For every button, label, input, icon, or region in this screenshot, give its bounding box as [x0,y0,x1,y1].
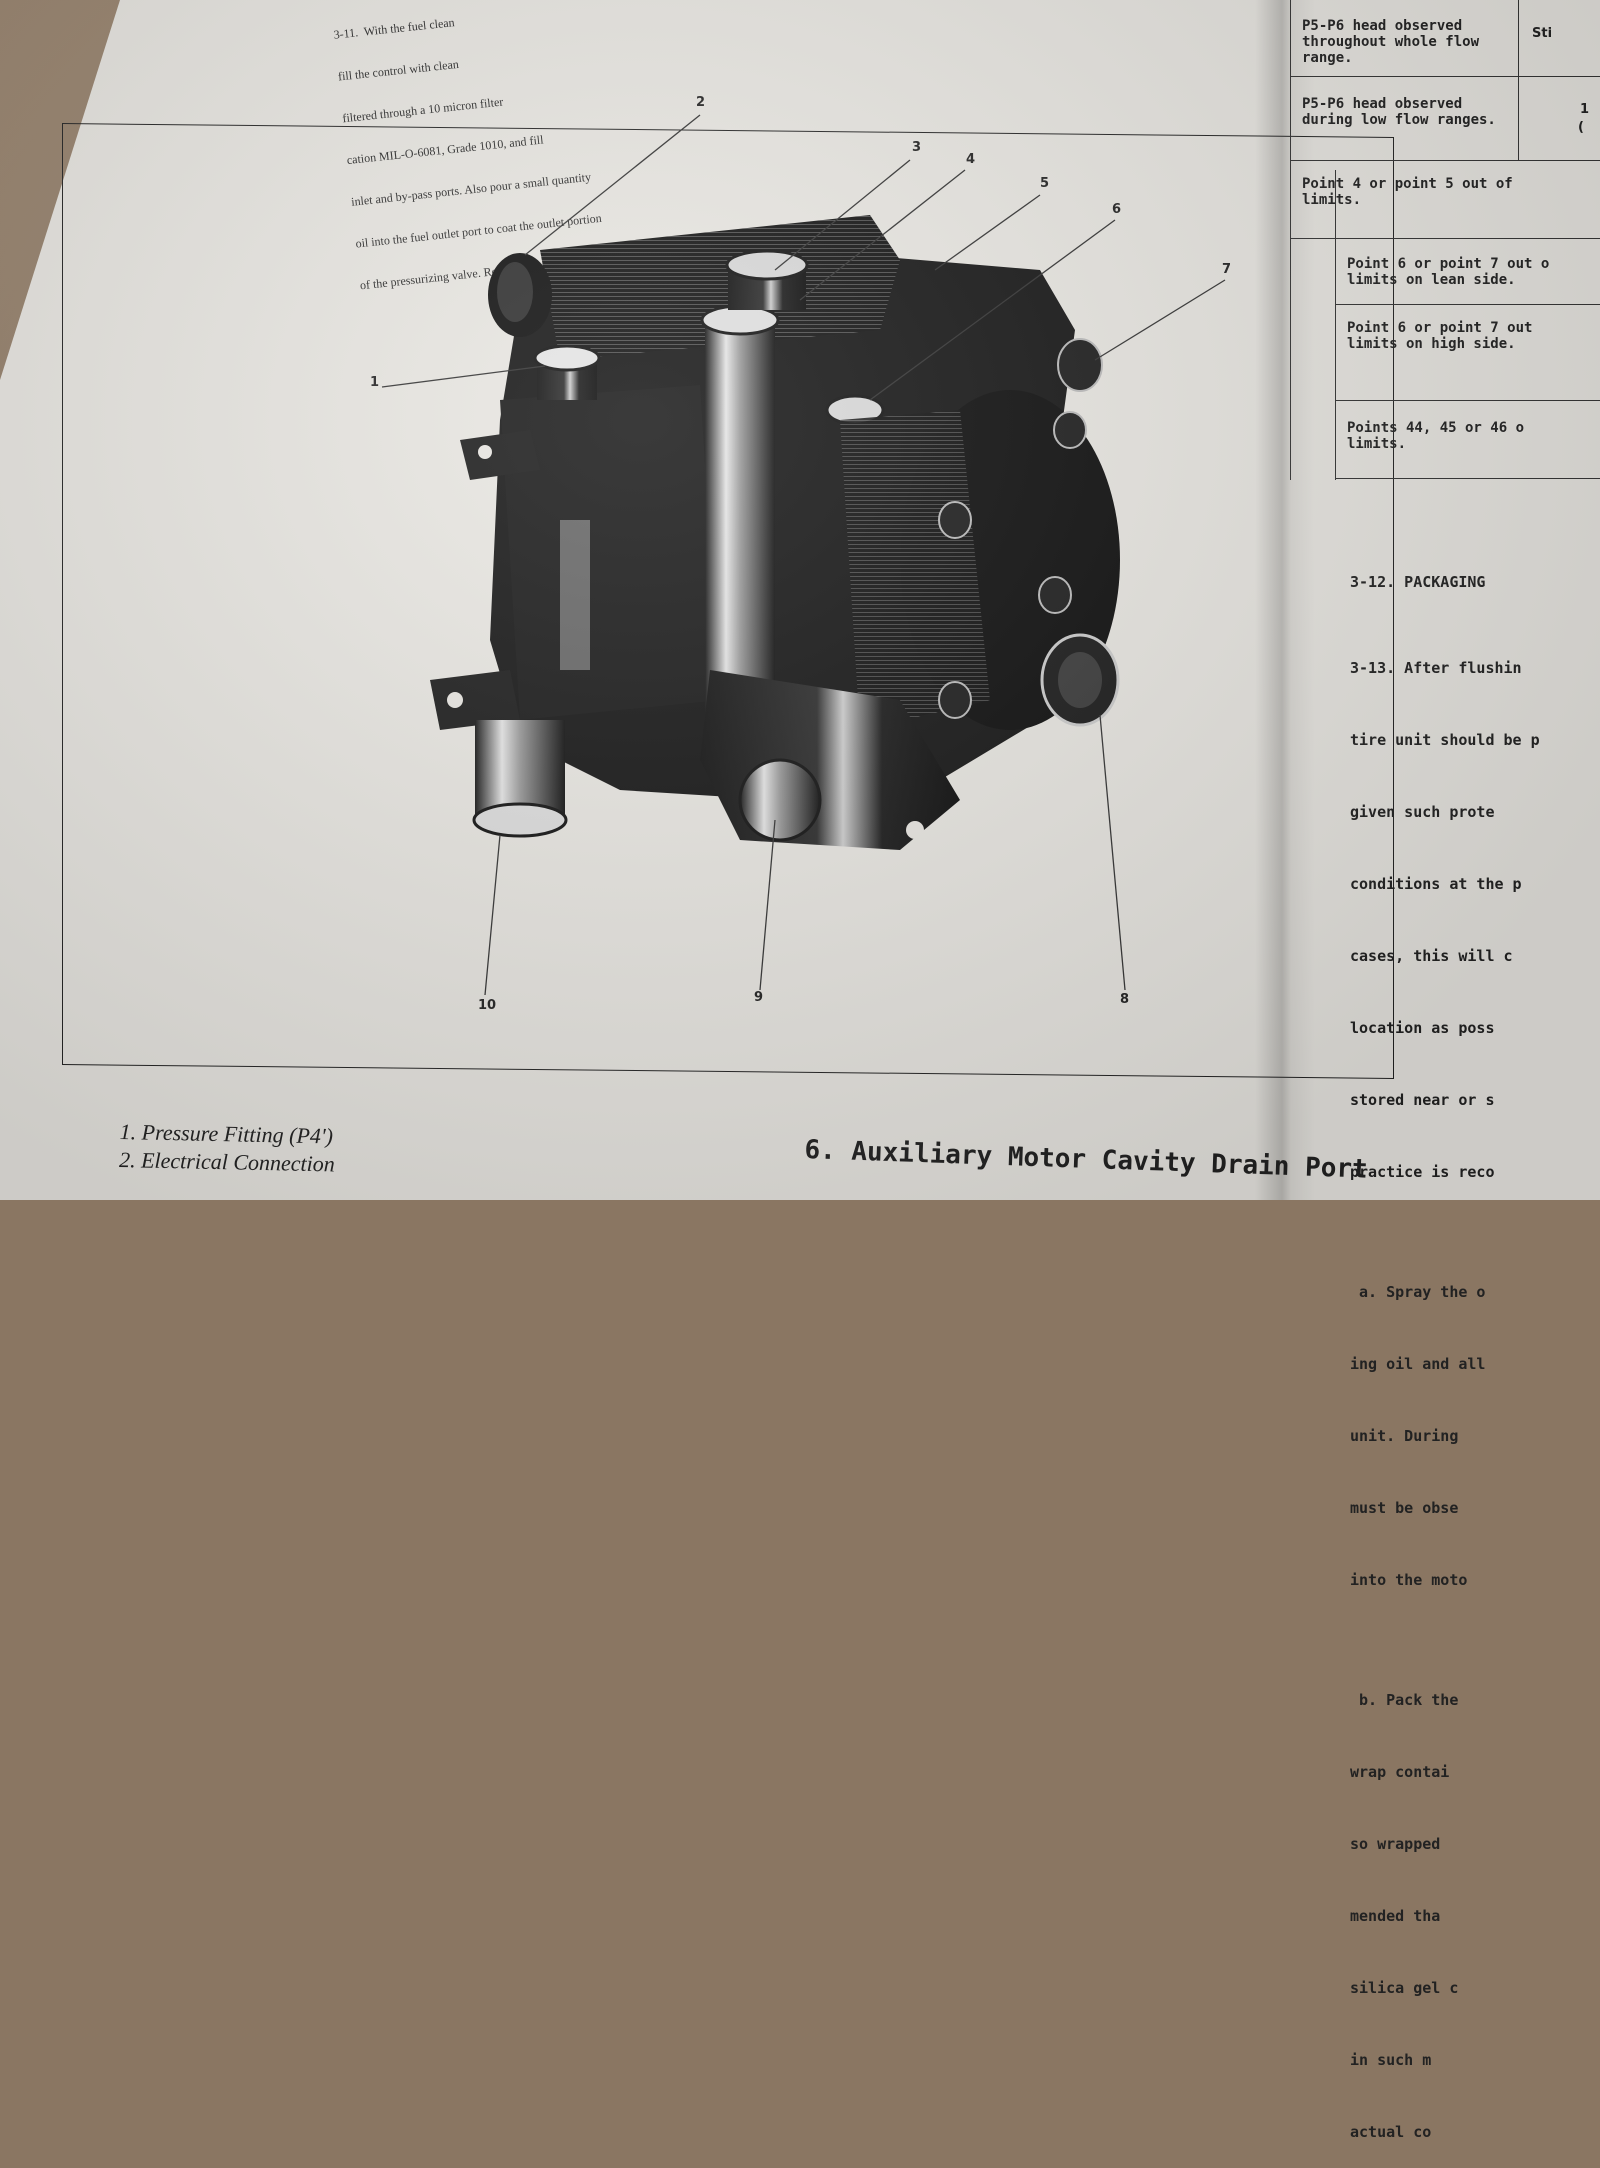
text-line: location as poss [1350,1019,1495,1037]
text-line: a. Spray the o [1350,1283,1486,1301]
callout-4: 4 [966,152,976,167]
table-cell: Point 6 or point 7 out o limits on lean … [1347,256,1550,288]
callout-8: 8 [1120,992,1130,1007]
top-cover [540,215,900,360]
table-row: Point 6 or point 7 out o limits on lean … [1335,248,1600,305]
callout-2: 2 [696,95,706,110]
text-line: cases, this will c [1350,947,1513,965]
table-row: Point 6 or point 7 out limits on high si… [1335,312,1600,401]
text-line: so wrapped [1350,1835,1441,1853]
text-line: 3-13. After flushin [1350,659,1522,677]
text-line: b. Pack the [1350,1691,1459,1709]
text-line: practice is reco [1350,1163,1495,1181]
text-line: actual co [1350,2123,1432,2141]
figure-legend-left: 1. Pressure Fitting (P4') 2. Electrical … [119,1118,336,1179]
table-row: P5-P6 head observed throughout whole flo… [1290,10,1600,77]
table-row: P5-P6 head observed during low flow rang… [1290,88,1600,161]
table-cell: P5-P6 head observed during low flow rang… [1302,96,1496,128]
section-heading: 3-12. PACKAGING [1350,573,1486,591]
text-line: silica gel c [1350,1979,1459,1997]
table-cell: Point 6 or point 7 out limits on high si… [1347,320,1533,352]
table-cell: P5-P6 head observed throughout whole flo… [1302,18,1480,66]
right-column: 3-12. PACKAGING 3-13. After flushin tire… [1350,522,1600,2168]
table-cell: Points 44, 45 or 46 o limits. [1347,420,1525,452]
callout-1: 1 [370,375,380,390]
table-cell: Point 4 or point 5 out of limits. [1302,176,1513,208]
table-border [1335,170,1336,480]
fuel-control-illustration [381,114,1226,996]
callout-6: 6 [1112,202,1122,217]
troubleshooting-table: P5-P6 head observed throughout whole flo… [1290,0,1600,480]
text-line: into the moto [1350,1571,1468,1589]
text-line: must be obse [1350,1499,1459,1517]
text-line: wrap contai [1350,1763,1450,1781]
table-side-fragment: Sti [1532,26,1553,41]
text-line: in such m [1350,2051,1432,2069]
callout-3: 3 [912,140,922,155]
table-row: Points 44, 45 or 46 o limits. [1335,412,1600,479]
table-border [1290,0,1291,480]
front-block [500,385,720,720]
callout-10: 10 [478,998,497,1013]
callout-7: 7 [1222,262,1232,277]
legend-item: 1. Pressure Fitting (P4') [119,1118,334,1149]
text-line: conditions at the p [1350,875,1522,893]
table-row: Point 4 or point 5 out of limits. [1290,168,1600,239]
legend-item: 2. Electrical Connection [118,1146,336,1177]
callout-9: 9 [754,990,764,1005]
table-border [1518,0,1519,160]
text-line: mended tha [1350,1907,1441,1925]
text-line: unit. During [1350,1427,1459,1445]
table-side-fragment: 1 [1580,102,1590,117]
table-side-fragment: ( [1578,120,1584,135]
text-line: stored near or s [1350,1091,1495,1109]
vertical-column [705,320,775,720]
text-line: given such prote [1350,803,1495,821]
page-gutter [1255,0,1315,1200]
text-line: ing oil and all [1350,1355,1486,1373]
text-line: tire unit should be p [1350,731,1540,749]
callout-5: 5 [1040,176,1050,191]
leader-lines [381,114,1226,996]
